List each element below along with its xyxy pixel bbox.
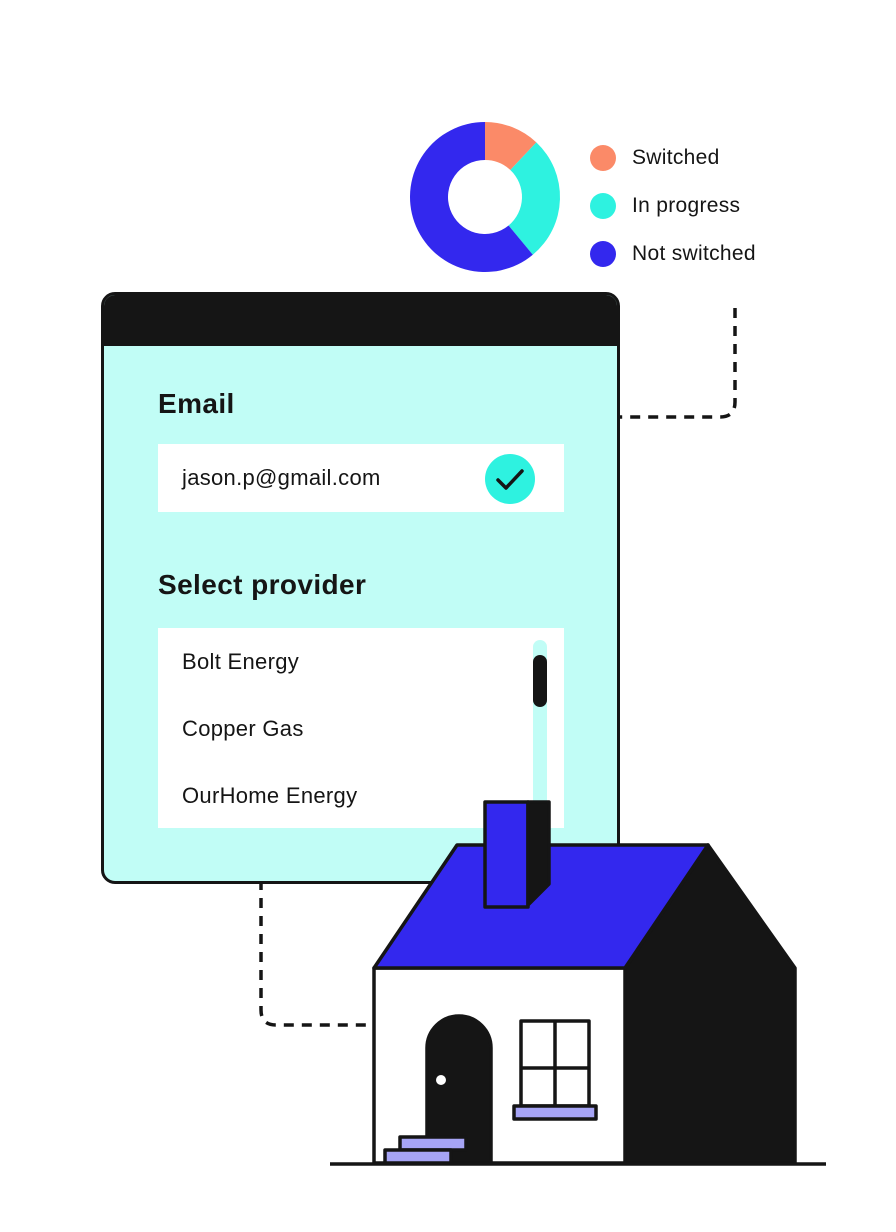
form-window: Email jason.p@gmail.com Select provider … [101, 292, 620, 884]
check-icon [485, 454, 535, 504]
door-step-top [398, 1135, 468, 1152]
email-value: jason.p@gmail.com [182, 465, 381, 490]
provider-option[interactable]: Bolt Energy [182, 649, 300, 674]
connector-chart-to-window [616, 308, 737, 419]
legend-swatch [590, 145, 616, 171]
legend-swatch [590, 241, 616, 267]
legend-item-in-progress: In progress [590, 182, 756, 230]
window-sill [512, 1104, 598, 1121]
chimney-front [483, 800, 530, 909]
legend-label: Switched [632, 146, 720, 169]
email-field[interactable]: jason.p@gmail.com [158, 444, 564, 512]
legend-item-switched: Switched [590, 134, 756, 182]
provider-list[interactable]: Bolt Energy Copper Gas OurHome Energy [158, 628, 564, 828]
donut-slice-not-switched [410, 122, 533, 272]
window-titlebar [104, 295, 617, 346]
donut-slice-in-progress [508, 142, 560, 255]
legend-label: In progress [632, 194, 741, 217]
provider-label: Select provider [158, 569, 367, 600]
chimney-side [526, 800, 551, 907]
door-knob [436, 1075, 446, 1085]
door-step-bottom [383, 1148, 453, 1165]
house-roof [372, 843, 710, 970]
house-door [425, 1014, 493, 1165]
provider-option[interactable]: OurHome Energy [182, 783, 358, 808]
provider-option[interactable]: Copper Gas [182, 716, 304, 741]
email-label: Email [158, 388, 235, 419]
legend-swatch [590, 193, 616, 219]
legend-label: Not switched [632, 242, 756, 265]
chart-legend: Switched In progress Not switched [590, 134, 756, 278]
donut-slice-switched [485, 122, 537, 171]
scrollbar-thumb[interactable] [533, 655, 547, 707]
connector-window-to-house [259, 880, 374, 1027]
legend-item-not-switched: Not switched [590, 230, 756, 278]
